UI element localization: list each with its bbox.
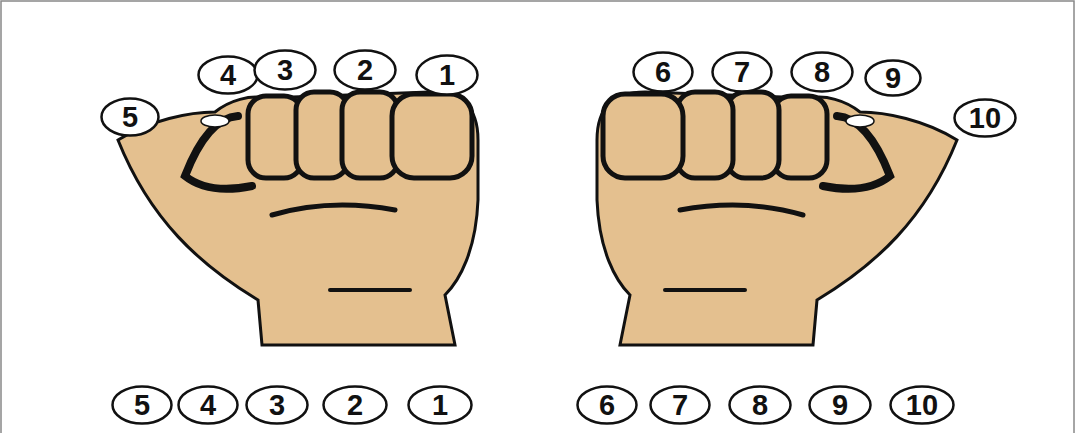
circle-shape — [713, 53, 772, 92]
callout-number: 1 — [432, 391, 448, 420]
circle-shape — [866, 61, 921, 96]
number-circle: 9 — [808, 385, 872, 425]
finger — [392, 94, 472, 178]
circle-shape — [417, 56, 478, 95]
circle-shape — [792, 53, 853, 92]
circle-shape — [409, 387, 472, 424]
circle-shape — [247, 387, 308, 424]
callout-number: 7 — [672, 391, 688, 420]
number-circle: 7 — [649, 385, 711, 425]
circle-shape — [955, 100, 1016, 137]
callout-number: 6 — [655, 58, 671, 87]
callout-number: 3 — [269, 391, 285, 420]
finger — [603, 94, 683, 178]
number-circle: 1 — [415, 54, 479, 96]
callout-number: 8 — [814, 58, 830, 87]
right-fist — [597, 92, 957, 345]
circle-shape — [578, 387, 637, 424]
number-circle: 6 — [632, 51, 694, 93]
number-circle: 9 — [864, 59, 922, 97]
callout-number: 5 — [122, 103, 138, 132]
callout-number: 2 — [347, 391, 363, 420]
circle-shape — [335, 51, 396, 90]
callout-number: 1 — [439, 61, 455, 90]
number-circle: 5 — [100, 97, 160, 137]
callout-number: 10 — [906, 391, 938, 420]
callout-number: 9 — [832, 391, 848, 420]
hand-outline — [118, 92, 478, 345]
number-circle: 2 — [322, 385, 388, 425]
number-circle: 8 — [790, 51, 854, 93]
number-circle: 3 — [253, 49, 317, 91]
circle-shape — [102, 99, 159, 136]
thumb-nail — [846, 115, 874, 127]
thumb-line — [185, 116, 252, 189]
number-circle: 4 — [177, 385, 239, 425]
hand-outline — [597, 92, 957, 345]
wrist-crease — [330, 288, 410, 292]
callout-number: 4 — [200, 391, 216, 420]
thumb-nail — [201, 115, 229, 127]
callout-number: 8 — [752, 391, 768, 420]
number-circle: 10 — [889, 385, 955, 425]
palm-crease — [680, 205, 803, 215]
circle-shape — [179, 387, 238, 424]
number-circle: 7 — [711, 51, 773, 93]
circle-shape — [634, 53, 693, 92]
circle-shape — [113, 387, 172, 424]
callout-number: 10 — [969, 104, 1001, 133]
callout-number: 3 — [277, 56, 293, 85]
callout-number: 5 — [134, 391, 150, 420]
callout-number: 2 — [357, 56, 373, 85]
thumb-line — [823, 116, 890, 189]
circle-shape — [255, 51, 316, 90]
number-circle: 8 — [728, 385, 792, 425]
number-circle: 1 — [407, 385, 473, 425]
callout-number: 7 — [734, 58, 750, 87]
callout-number: 4 — [220, 61, 236, 90]
callout-number: 6 — [599, 391, 615, 420]
circle-shape — [730, 387, 791, 424]
number-circle: 10 — [953, 98, 1017, 138]
number-circle: 6 — [576, 385, 638, 425]
circle-shape — [891, 387, 954, 424]
circle-shape — [810, 387, 871, 424]
number-circle: 2 — [333, 49, 397, 91]
wrist-crease — [665, 288, 745, 292]
number-circle: 5 — [111, 385, 173, 425]
left-fist — [118, 92, 478, 345]
circle-shape — [199, 57, 258, 94]
circle-shape — [651, 387, 710, 424]
number-circle: 3 — [245, 385, 309, 425]
number-circle: 4 — [197, 55, 259, 95]
callout-number: 9 — [885, 64, 901, 93]
palm-crease — [272, 205, 395, 215]
circle-shape — [324, 387, 387, 424]
